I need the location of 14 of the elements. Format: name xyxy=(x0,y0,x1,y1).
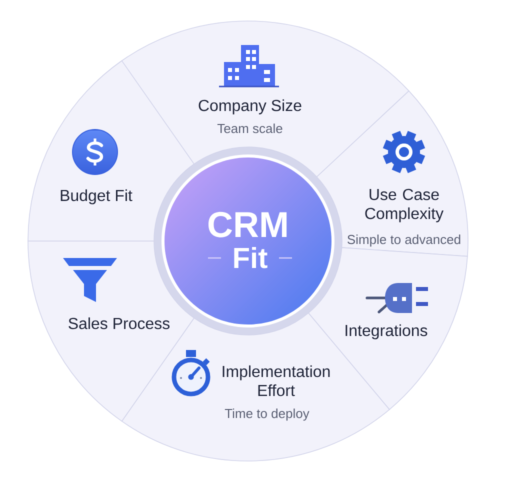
segment-title: Company Size xyxy=(198,99,302,114)
segment-title: Integrations xyxy=(346,324,428,340)
ring-segment xyxy=(28,60,194,242)
ring-segment xyxy=(316,90,468,257)
segment-title: Use Case Complexity xyxy=(365,188,444,222)
hub-subtitle: Fit xyxy=(234,246,268,268)
segment-subtitle: Team scale xyxy=(217,124,282,134)
segment-subtitle: Simple to advanced xyxy=(348,234,460,247)
segment-title: Implementation Effort xyxy=(222,365,330,396)
segment-subtitle: Time to deploy xyxy=(224,408,310,421)
segment-title: Budget Fit xyxy=(60,189,132,204)
hub-title: CRM xyxy=(208,212,287,238)
segment-title: Sales Process xyxy=(68,317,170,330)
ring-segment xyxy=(28,240,194,422)
